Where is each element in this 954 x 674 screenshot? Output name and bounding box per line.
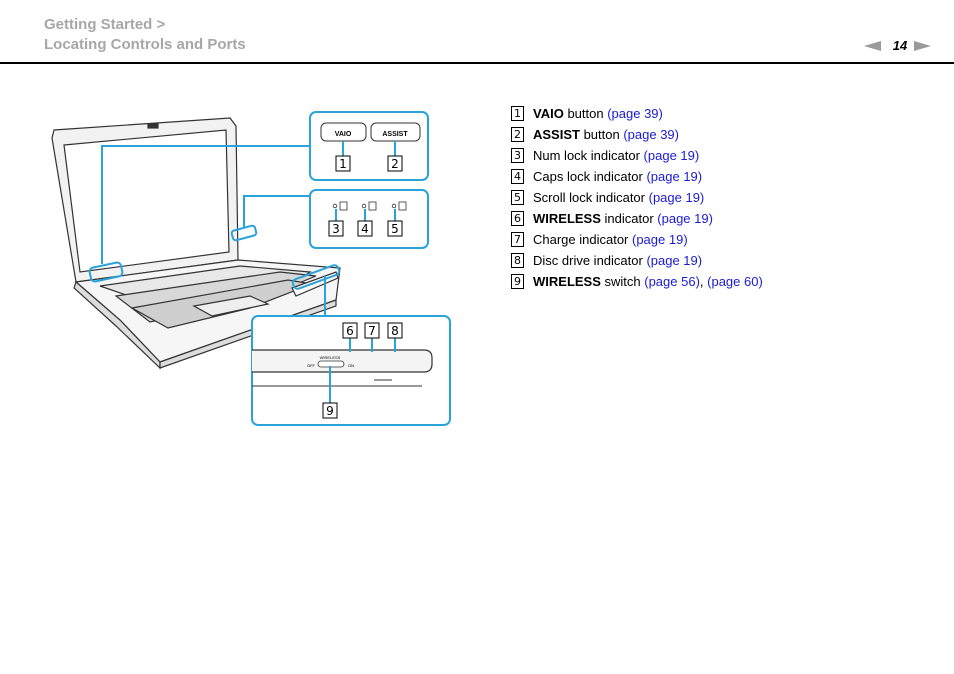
item-bold: WIRELESS [533, 274, 601, 289]
item-text: Num lock indicator [533, 148, 644, 163]
list-item: 8 Disc drive indicator (page 19) [511, 250, 763, 271]
item-number: 6 [511, 211, 524, 226]
item-number: 4 [511, 169, 524, 184]
assist-button-label: ASSIST [382, 131, 408, 138]
list-item: 3 Num lock indicator (page 19) [511, 145, 763, 166]
laptop-illustration: VAIO ASSIST 1 2 3 4 5 WIRELESS OFF ON 6 … [51, 111, 451, 426]
page-link[interactable]: (page 19) [643, 148, 700, 163]
item-bold: VAIO [533, 106, 564, 121]
callout-6: 6 [346, 324, 354, 338]
item-text: Disc drive indicator [533, 253, 647, 268]
callout-7: 7 [368, 324, 376, 338]
item-text: button [563, 106, 608, 121]
item-text: switch [600, 274, 645, 289]
link-separator: , [699, 274, 708, 289]
page-link[interactable]: (page 19) [646, 169, 703, 184]
page-link[interactable]: (page 39) [607, 106, 663, 121]
callout-8: 8 [391, 324, 399, 338]
callout-9: 9 [326, 404, 334, 418]
next-page-arrow-icon[interactable] [914, 41, 931, 51]
item-number: 1 [511, 106, 524, 121]
item-number: 8 [511, 253, 524, 268]
list-item: 1 VAIO button (page 39) [511, 103, 763, 124]
item-text: indicator [600, 211, 658, 226]
vaio-button-label: VAIO [335, 131, 352, 138]
item-text: button [579, 127, 624, 142]
callout-2: 2 [391, 157, 399, 171]
breadcrumb-section: Getting Started > [44, 16, 166, 33]
list-item: 9 WIRELESS switch (page 56), (page 60) [511, 271, 763, 292]
callout-4: 4 [361, 222, 369, 236]
list-item: 4 Caps lock indicator (page 19) [511, 166, 763, 187]
item-number: 9 [511, 274, 524, 289]
page-link[interactable]: (page 39) [623, 127, 679, 142]
item-number: 5 [511, 190, 524, 205]
wireless-side-label: WIRELESS [320, 355, 341, 360]
switch-on-label: ON [348, 363, 354, 368]
page-link[interactable]: (page 19) [646, 253, 703, 268]
breadcrumb-page-title: Locating Controls and Ports [44, 36, 246, 53]
item-number: 2 [511, 127, 524, 142]
switch-off-label: OFF [307, 363, 316, 368]
item-number: 7 [511, 232, 524, 247]
item-number: 3 [511, 148, 524, 163]
header-rule [0, 62, 954, 64]
page-link[interactable]: (page 19) [657, 211, 713, 226]
callout-3: 3 [332, 222, 340, 236]
item-text: Caps lock indicator [533, 169, 647, 184]
item-bold: ASSIST [533, 127, 580, 142]
list-item: 5 Scroll lock indicator (page 19) [511, 187, 763, 208]
callout-5: 5 [391, 222, 399, 236]
item-bold: WIRELESS [533, 211, 601, 226]
list-item: 7 Charge indicator (page 19) [511, 229, 763, 250]
previous-page-arrow-icon[interactable] [864, 41, 881, 51]
item-text: Charge indicator [533, 232, 632, 247]
page-link[interactable]: (page 56) [644, 274, 700, 289]
page-link[interactable]: (page 60) [707, 274, 763, 289]
controls-list: 1 VAIO button (page 39) 2 ASSIST button (p… [511, 103, 763, 292]
list-item: 6 WIRELESS indicator (page 19) [511, 208, 763, 229]
page-link[interactable]: (page 19) [648, 190, 705, 205]
item-text: Scroll lock indicator [533, 190, 649, 205]
page-link[interactable]: (page 19) [632, 232, 688, 247]
callout-1: 1 [339, 157, 347, 171]
list-item: 2 ASSIST button (page 39) [511, 124, 763, 145]
page-number: 14 [892, 38, 908, 53]
